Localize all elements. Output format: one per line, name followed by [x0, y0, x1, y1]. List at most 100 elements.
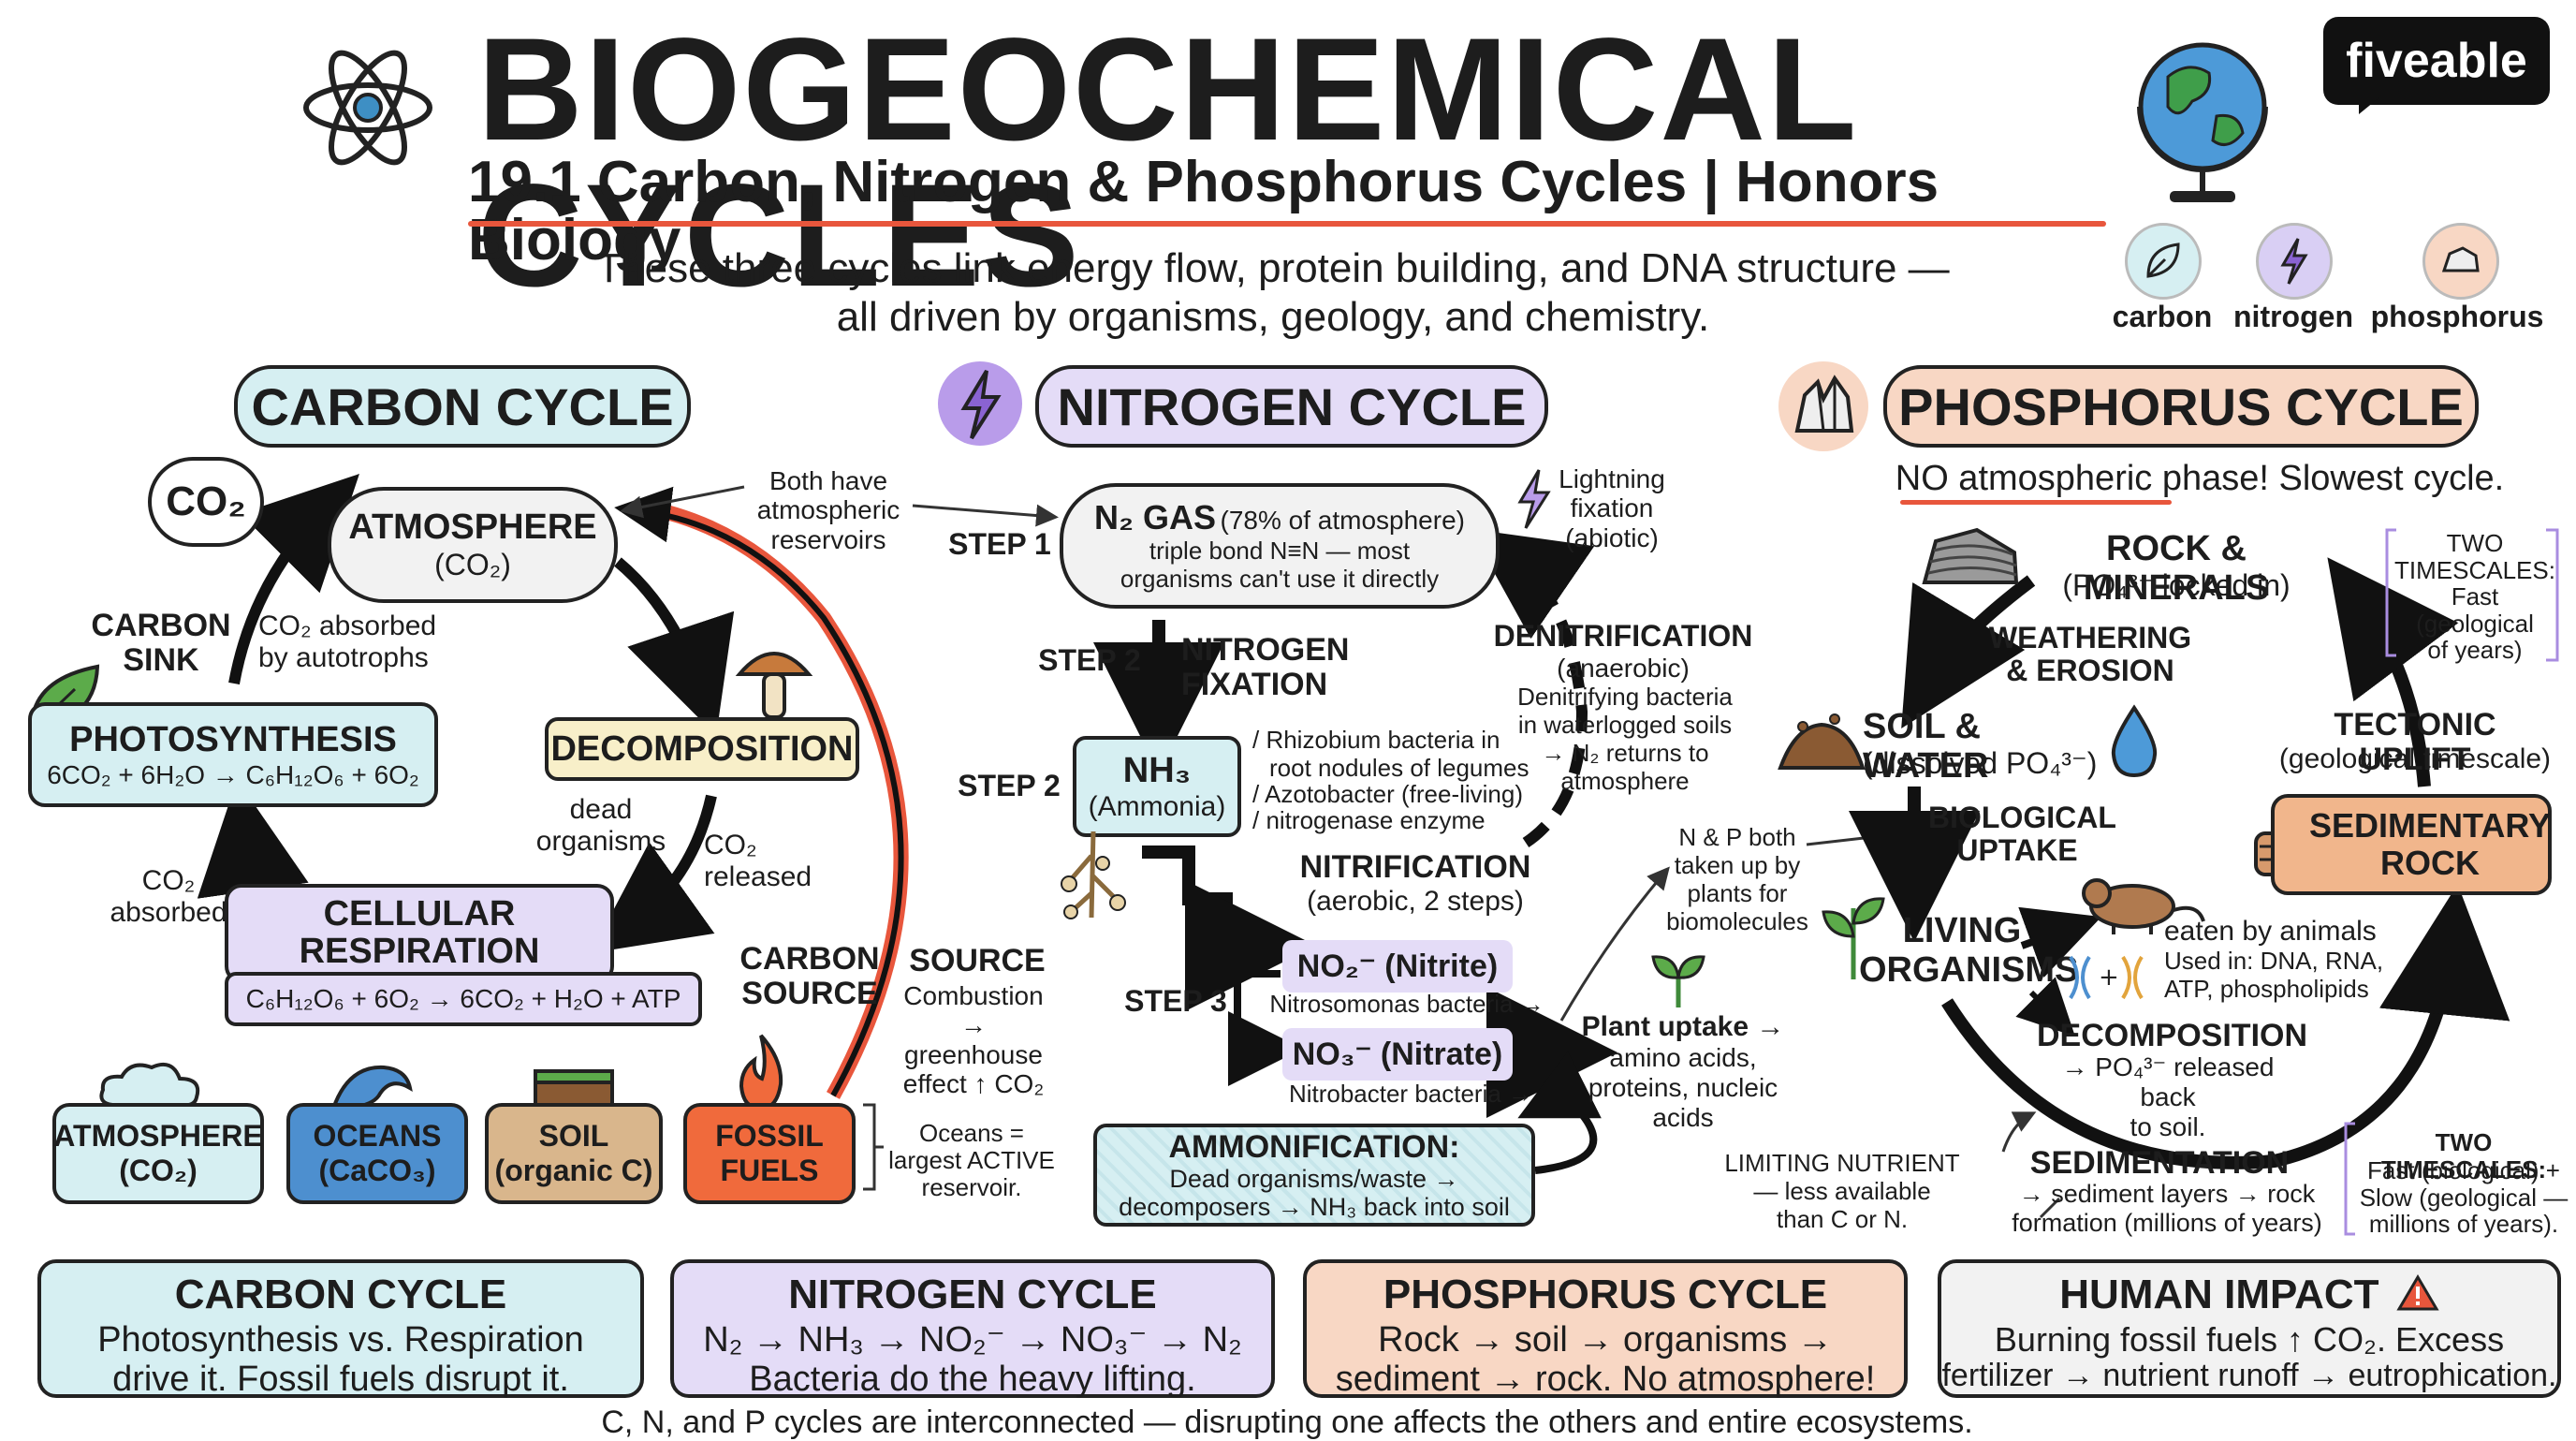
lightning-fixation-label: Lightning fixation (abiotic): [1559, 464, 1665, 552]
atmosphere-label: ATMOSPHERE: [348, 507, 597, 547]
n2-heading-row: N₂ GAS (78% of atmosphere): [1094, 498, 1465, 537]
summary-carbon: CARBON CYCLE Photosynthesis vs. Respirat…: [37, 1259, 644, 1399]
intro-line-1: These three cycles link energy flow, pro…: [596, 245, 1950, 291]
source-detail: Combustion → greenhouse effect ↑ CO₂: [902, 981, 1045, 1099]
page-subtitle: 19.1 Carbon, Nitrogen & Phosphorus Cycle…: [468, 150, 1939, 272]
water-drop-icon: [2108, 704, 2160, 779]
mushroom-icon: [732, 633, 816, 727]
summary-phosphorus-line2: sediment → rock. No atmosphere!: [1335, 1360, 1876, 1400]
plant-icon: [1818, 890, 1889, 983]
co2-bubble-label: CO₂: [166, 478, 246, 524]
brand-logo: fiveable: [2323, 17, 2550, 105]
legend-carbon-label: carbon: [2112, 300, 2213, 333]
decomposition-label: DECOMPOSITION: [550, 728, 854, 769]
arrow-fossil-to-atmosphere-core: [614, 486, 904, 1097]
oceans-note: Oceans = largest ACTIVE reservoir.: [888, 1119, 1055, 1202]
sedimentation-detail: → sediment layers → rock formation (mill…: [2012, 1180, 2322, 1238]
summary-phosphorus: PHOSPHORUS CYCLE Rock → soil → organisms…: [1303, 1259, 1908, 1400]
nh3-label: NH₃: [1122, 750, 1192, 790]
cloud-icon: [94, 1056, 206, 1112]
plant-uptake-detail: amino acids, proteins, nucleic acids: [1588, 1043, 1778, 1133]
tectonic-uplift-sub: (geological timescale): [2278, 743, 2552, 774]
reservoir-soil-label: SOIL (organic C): [494, 1119, 653, 1187]
lightning-icon: [2280, 238, 2308, 285]
arrow-decomposition-to-respiration: [590, 794, 717, 953]
n2-pct: (78% of atmosphere): [1220, 506, 1465, 536]
limiting-nutrient-note: LIMITING NUTRIENT — less available than …: [1724, 1149, 1960, 1233]
nitrogen-fixation-label: NITROGEN FIXATION: [1181, 632, 1350, 703]
footer-note: C, N, and P cycles are interconnected — …: [601, 1404, 1973, 1440]
arrow-ammonification-loop: [1517, 1051, 1602, 1174]
crystal-icon: [1778, 361, 1868, 451]
co2-absorbed-label: CO₂ absorbed: [110, 865, 227, 928]
soil-pile-icon: [1777, 708, 1866, 773]
summary-nitrogen: NITROGEN CYCLE N₂ → NH₃ → NO₂⁻ → NO₃⁻ → …: [670, 1259, 1275, 1400]
summary-phosphorus-title: PHOSPHORUS CYCLE: [1383, 1272, 1828, 1317]
biological-uptake-label: BIOLOGICAL UPTAKE: [1928, 801, 2116, 868]
phosphorus-decomposition-label: DECOMPOSITION: [2037, 1018, 2308, 1053]
legend-nitrogen-swatch: [2256, 223, 2333, 300]
weathering-label: WEATHERING & EROSION: [1988, 621, 2192, 688]
n2-detail: triple bond N≡N — most organisms can't u…: [1120, 537, 1440, 593]
shared-atmospheric-note: Both have atmospheric reservoirs: [756, 466, 900, 554]
flame-icon: [728, 1032, 794, 1112]
leaf-icon: [2146, 243, 2180, 278]
np-uptake-note: N & P both taken up by plants for biomol…: [1666, 823, 1808, 935]
reservoir-fossil-fuels: FOSSIL FUELS: [683, 1103, 856, 1204]
arrow-denitrification: [1470, 528, 1595, 847]
brand-logo-text: fiveable: [2346, 34, 2527, 88]
carbon-cycle-title: CARBON CYCLE: [234, 365, 691, 448]
carbon-sink-label: CARBON SINK: [91, 608, 231, 679]
dna-icon: +: [2065, 951, 2168, 1004]
phosphorus-cycle-title: PHOSPHORUS CYCLE: [1883, 365, 2479, 448]
summary-human-impact-title: HUMAN IMPACT: [2059, 1272, 2379, 1317]
denitrification-detail: Denitrifying bacteria in waterlogged soi…: [1517, 683, 1733, 795]
no-atmospheric-phase: NO atmospheric phase! Slowest cycle.: [1895, 459, 2505, 498]
respiration-label: CELLULAR RESPIRATION: [299, 894, 540, 971]
summary-human-impact: HUMAN IMPACT Burning fossil fuels ↑ CO₂.…: [1938, 1259, 2561, 1398]
globe-icon: [2123, 32, 2282, 210]
eaten-by-animals: eaten by animals: [2164, 916, 2377, 947]
soil-icon: [532, 1067, 616, 1112]
nitrobacter-label: Nitrobacter bacteria →: [1288, 1080, 1533, 1108]
nitrite-node: NO₂⁻ (Nitrite): [1282, 940, 1513, 993]
rock-minerals-sub: (PO₄³⁻ locked in): [2062, 568, 2291, 602]
reservoir-oceans: OCEANS (CaCO₃): [286, 1103, 468, 1204]
summary-nitrogen-line2: Bacteria do the heavy lifting.: [749, 1360, 1196, 1400]
respiration-equation: C₆H₁₂O₆ + 6O₂ → 6CO₂ + H₂O + ATP: [245, 984, 681, 1013]
subtitle-underline: [468, 221, 2106, 227]
living-organisms-label: LIVING ORGANISMS: [1859, 911, 2079, 990]
co2-absorbed-autotrophs: CO₂ absorbed by autotrophs: [258, 610, 437, 673]
animal-icon: [2076, 865, 2207, 936]
summary-nitrogen-title: NITROGEN CYCLE: [788, 1272, 1157, 1317]
legend-phosphorus-label: phosphorus: [2370, 300, 2544, 333]
photosynthesis-node: PHOTOSYNTHESIS 6CO₂ + 6H₂O → C₆H₁₂O₆ + 6…: [28, 702, 438, 807]
denitrification-sub: (anaerobic): [1557, 654, 1690, 683]
carbon-source-label: CARBON SOURCE: [739, 941, 880, 1012]
warning-icon: [2396, 1274, 2439, 1311]
atom-icon: [298, 37, 438, 178]
atmosphere-sub: (CO₂): [434, 548, 511, 581]
ammonification-node: AMMONIFICATION: Dead organisms/waste → d…: [1093, 1124, 1535, 1227]
soil-water-label: SOIL & WATER: [1863, 707, 1989, 786]
arrow-photosynthesis-to-atmosphere: [228, 474, 359, 685]
cellular-respiration-node: CELLULAR RESPIRATION: [225, 884, 614, 983]
summary-carbon-title: CARBON CYCLE: [174, 1272, 507, 1317]
nitrate-label: NO₃⁻ (Nitrate): [1292, 1037, 1503, 1072]
legend-carbon-swatch: [2125, 223, 2202, 300]
photosynthesis-label: PHOTOSYNTHESIS: [69, 719, 397, 759]
step2-label-a: STEP 2: [1038, 643, 1141, 677]
summary-phosphorus-line1: Rock → soil → organisms →: [1378, 1320, 1833, 1360]
dead-organisms-label: dead organisms: [535, 794, 666, 857]
co2-released-label: CO₂ released: [704, 830, 812, 892]
step2-label-b: STEP 2: [958, 769, 1061, 802]
source-heading: SOURCE: [909, 943, 1046, 978]
legend-nitrogen-label: nitrogen: [2233, 300, 2353, 333]
fixation-detail-3: / Azotobacter (free-living): [1252, 780, 1524, 808]
root-nodules-icon: [1050, 828, 1134, 921]
reservoir-fossil-label: FOSSIL FUELS: [715, 1119, 824, 1187]
carbon-atmosphere-node: ATMOSPHERE (CO₂): [328, 487, 618, 603]
soil-water-sub: (dissolved PO₄³⁻): [1863, 746, 2098, 780]
ammonification-label: AMMONIFICATION:: [1168, 1128, 1460, 1165]
